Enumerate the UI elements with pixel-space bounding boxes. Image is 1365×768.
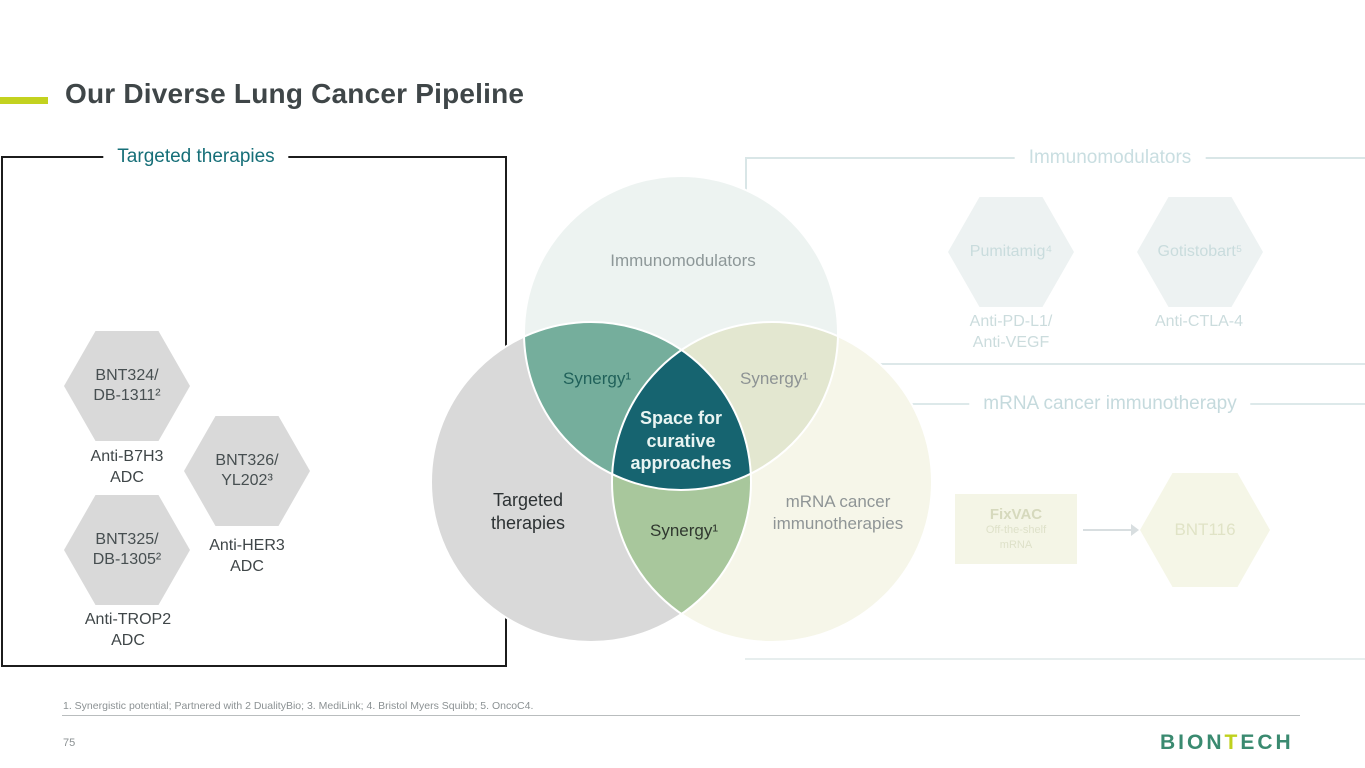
targeted-therapies-box: Targeted therapies bbox=[1, 145, 507, 667]
fixvac-box: FixVAC Off-the-shelf mRNA bbox=[955, 494, 1077, 564]
title-accent-bar bbox=[0, 97, 48, 104]
label-anti-her3-adc: Anti-HER3 ADC bbox=[209, 537, 285, 575]
mrna-panel: mRNA cancer immunotherapy bbox=[745, 392, 1365, 660]
fixvac-subtitle: Off-the-shelf mRNA bbox=[985, 524, 1047, 551]
immunomodulators-panel: Immunomodulators bbox=[745, 146, 1365, 365]
arrow-line bbox=[1083, 529, 1131, 531]
footer-divider bbox=[62, 715, 1300, 716]
mrna-panel-label: mRNA cancer immunotherapy bbox=[969, 392, 1251, 415]
venn-label-mrna-immunotherapies: mRNA cancer immunotherapies bbox=[772, 492, 904, 534]
immunomodulators-panel-label: Immunomodulators bbox=[1014, 146, 1206, 169]
logo-part-2: T bbox=[1224, 731, 1241, 754]
label-anti-b7h3-adc: Anti-B7H3 ADC bbox=[90, 448, 164, 486]
venn-label-targeted-therapies: Targeted therapies bbox=[490, 490, 566, 534]
venn-label-synergy-top-left: Synergy¹ bbox=[562, 369, 632, 388]
footnote: 1. Synergistic potential; Partnered with… bbox=[63, 700, 534, 712]
venn-label-synergy-bottom: Synergy¹ bbox=[649, 521, 719, 540]
logo-part-1: BION bbox=[1160, 731, 1225, 754]
targeted-therapies-box-label: Targeted therapies bbox=[103, 145, 289, 168]
hexagon-bnt326: BNT326/ YL202³ bbox=[184, 416, 310, 526]
venn-label-center: Space for curative approaches bbox=[630, 408, 732, 473]
logo-part-3: ECH bbox=[1240, 731, 1294, 754]
fixvac-title: FixVAC bbox=[989, 506, 1043, 524]
label-anti-pd-l1-anti-vegf: Anti-PD-L1/ Anti-VEGF bbox=[969, 313, 1053, 351]
venn-label-synergy-top-right: Synergy¹ bbox=[739, 369, 809, 388]
label-anti-trop2-adc: Anti-TROP2 ADC bbox=[84, 611, 172, 649]
arrow-head-icon bbox=[1131, 524, 1139, 536]
page-number: 75 bbox=[63, 737, 76, 749]
label-anti-ctla-4: Anti-CTLA-4 bbox=[1154, 313, 1244, 330]
venn-label-immunomodulators: Immunomodulators bbox=[610, 251, 756, 270]
page-title: Our Diverse Lung Cancer Pipeline bbox=[65, 78, 525, 109]
biontech-logo: BIONTECH bbox=[1160, 731, 1294, 755]
hexagon-bnt324: BNT324/ DB-1311² bbox=[64, 331, 190, 441]
